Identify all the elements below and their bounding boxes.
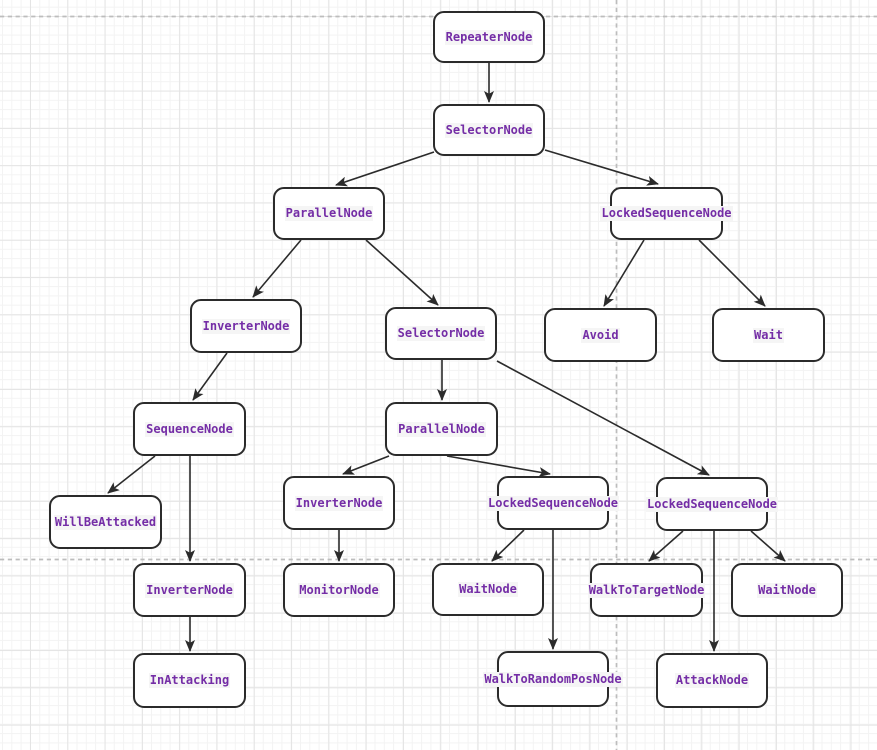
- edge-parallel2-to-lockedseq2[interactable]: [446, 455, 551, 478]
- node-lockedseq2[interactable]: LockedSequenceNode: [486, 476, 620, 530]
- node-attack[interactable]: AttackNode: [656, 653, 768, 708]
- node-label: SelectorNode: [396, 326, 486, 341]
- node-parallel2[interactable]: ParallelNode: [385, 402, 498, 456]
- edge-parallel1-to-selector2[interactable]: [365, 239, 439, 306]
- node-sequence1[interactable]: SequenceNode: [133, 402, 246, 456]
- node-label: ParallelNode: [397, 421, 486, 437]
- node-inverter3[interactable]: InverterNode: [133, 563, 246, 617]
- edge-parallel2-to-inverter2[interactable]: [342, 455, 390, 475]
- node-monitor[interactable]: MonitorNode: [283, 563, 395, 617]
- node-label: WalkToRandomPosNode: [483, 671, 623, 687]
- node-selector2[interactable]: SelectorNode: [385, 307, 497, 360]
- node-willbeattacked[interactable]: WillBeAttacked: [49, 495, 162, 549]
- node-waitnode1[interactable]: WaitNode: [432, 563, 544, 616]
- edge-parallel1-to-inverter1[interactable]: [252, 239, 302, 298]
- edge-lockedseq2-to-waitnode1[interactable]: [491, 529, 525, 562]
- node-inattacking[interactable]: InAttacking: [133, 653, 246, 708]
- edge-sequence1-to-willbeattacked[interactable]: [107, 455, 156, 494]
- node-label: AttackNode: [674, 673, 750, 688]
- node-inverter1[interactable]: InverterNode: [190, 299, 302, 353]
- node-wait1[interactable]: Wait: [712, 308, 825, 362]
- edge-lockedseq1-to-avoid[interactable]: [603, 239, 645, 307]
- edge-selector1-to-parallel1[interactable]: [335, 151, 435, 187]
- node-label: SelectorNode: [444, 122, 534, 138]
- node-lockedseq1[interactable]: LockedSequenceNode: [600, 187, 733, 240]
- node-walktorandompos[interactable]: WalkToRandomPosNode: [483, 651, 623, 707]
- node-parallel1[interactable]: ParallelNode: [273, 187, 385, 240]
- node-label: WaitNode: [458, 582, 518, 597]
- node-label: LockedSequenceNode: [645, 496, 779, 512]
- node-inverter2[interactable]: InverterNode: [283, 476, 395, 530]
- node-label: RepeaterNode: [444, 29, 534, 45]
- node-lockedseq3[interactable]: LockedSequenceNode: [645, 477, 779, 531]
- node-label: ParallelNode: [284, 206, 374, 221]
- node-label: WalkToTargetNode: [587, 582, 706, 598]
- node-label: WillBeAttacked: [53, 514, 158, 530]
- node-label: InverterNode: [145, 582, 234, 598]
- node-label: SequenceNode: [145, 421, 234, 437]
- node-label: WaitNode: [757, 582, 817, 598]
- edge-inverter1-to-sequence1[interactable]: [192, 352, 228, 401]
- node-label: MonitorNode: [298, 582, 380, 598]
- node-label: InverterNode: [201, 318, 291, 334]
- node-avoid[interactable]: Avoid: [544, 308, 657, 362]
- edge-lockedseq3-to-waitnode2[interactable]: [750, 530, 786, 562]
- edge-selector1-to-lockedseq1[interactable]: [544, 149, 659, 186]
- edge-lockedseq3-to-walktotarget[interactable]: [648, 530, 684, 562]
- node-label: Avoid: [581, 327, 620, 343]
- node-selector1[interactable]: SelectorNode: [433, 104, 545, 156]
- node-label: Wait: [753, 327, 784, 343]
- node-label: InverterNode: [294, 495, 384, 511]
- node-repeater[interactable]: RepeaterNode: [433, 11, 545, 63]
- node-walktotarget[interactable]: WalkToTargetNode: [587, 563, 706, 617]
- node-label: InAttacking: [148, 673, 231, 688]
- node-label: LockedSequenceNode: [486, 495, 620, 511]
- edge-selector2-to-lockedseq3[interactable]: [496, 360, 710, 476]
- node-waitnode2[interactable]: WaitNode: [731, 563, 843, 617]
- node-label: LockedSequenceNode: [600, 206, 733, 221]
- edge-lockedseq1-to-wait1[interactable]: [698, 239, 766, 307]
